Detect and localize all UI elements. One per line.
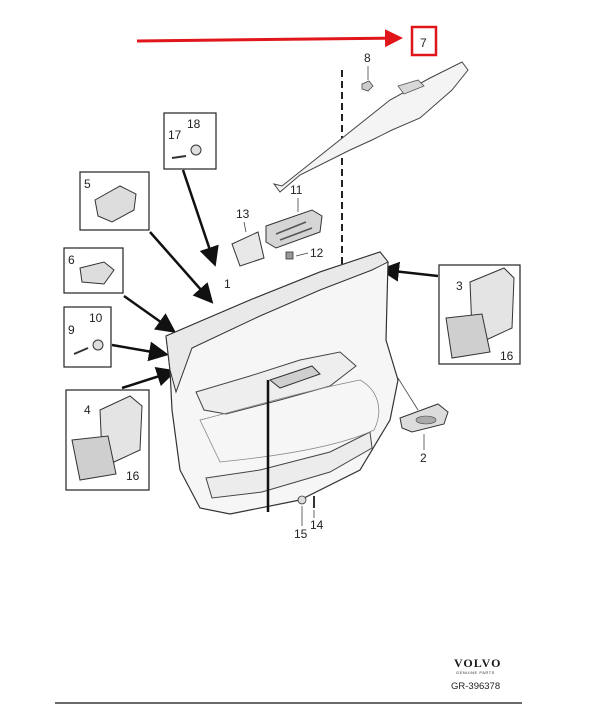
leader-13 <box>243 221 247 233</box>
callout-13: 13 <box>236 207 250 221</box>
box-screw-9-10 <box>63 306 112 368</box>
handle-trim-part-7 <box>272 61 469 193</box>
screw-9 <box>73 347 89 355</box>
callout-8: 8 <box>364 51 371 65</box>
door-handle-recess <box>268 365 321 389</box>
screw-17 <box>171 155 187 159</box>
callout-14: 14 <box>310 518 324 532</box>
clip-part-5 <box>94 185 137 223</box>
callout-9: 9 <box>68 323 75 337</box>
box-screw-17-18 <box>163 112 217 170</box>
callout-5: 5 <box>84 177 91 191</box>
handle-trim-opening <box>397 79 425 95</box>
clip-part-6 <box>79 261 115 285</box>
door-panel-upper-trim <box>165 251 389 394</box>
callout-12: 12 <box>310 246 324 260</box>
washer-part-15 <box>297 495 307 505</box>
callout-2: 2 <box>420 451 427 465</box>
highlight-box <box>410 25 438 57</box>
highlight-arrow <box>136 29 403 48</box>
pointer-6 <box>123 294 177 333</box>
switch-panel-part-11 <box>265 209 323 249</box>
nut-part-12 <box>285 251 294 260</box>
leader-12 <box>295 252 309 257</box>
washer-10 <box>92 339 104 351</box>
callout-10: 10 <box>89 311 103 325</box>
callout-3: 3 <box>456 279 463 293</box>
callout-11: 11 <box>290 183 303 197</box>
washer-18 <box>190 144 202 156</box>
pointer-17-18 <box>181 169 219 267</box>
callout-16-right: 16 <box>500 349 514 363</box>
callout-15: 15 <box>294 527 308 541</box>
switch-buttons <box>275 221 313 241</box>
callout-7: 7 <box>420 36 427 50</box>
pointer-9-10 <box>111 341 169 362</box>
callout-6: 6 <box>68 253 75 267</box>
brand-logo-text: VOLVO <box>454 656 501 670</box>
callout-17: 17 <box>168 128 182 142</box>
clip-part-8 <box>361 80 374 92</box>
callout-18: 18 <box>187 117 201 131</box>
cover-part-13 <box>231 231 265 267</box>
pointer-5 <box>149 231 214 304</box>
callout-4: 4 <box>84 403 91 417</box>
callout-1: 1 <box>224 277 231 291</box>
handle-part-2-opening <box>415 415 437 425</box>
bracket-part-16-left <box>71 435 117 481</box>
door-inner-frame <box>199 379 380 463</box>
pointer-3-16 <box>379 261 439 282</box>
callout-16-left: 16 <box>126 469 140 483</box>
drawing-reference: GR-396378 <box>451 681 500 692</box>
bracket-part-16-right <box>445 313 491 359</box>
leader-2-panel <box>397 377 419 411</box>
pointer-4-16 <box>121 367 177 390</box>
brand-subtitle: GENUINE PARTS <box>456 670 495 675</box>
door-pocket <box>205 431 373 499</box>
